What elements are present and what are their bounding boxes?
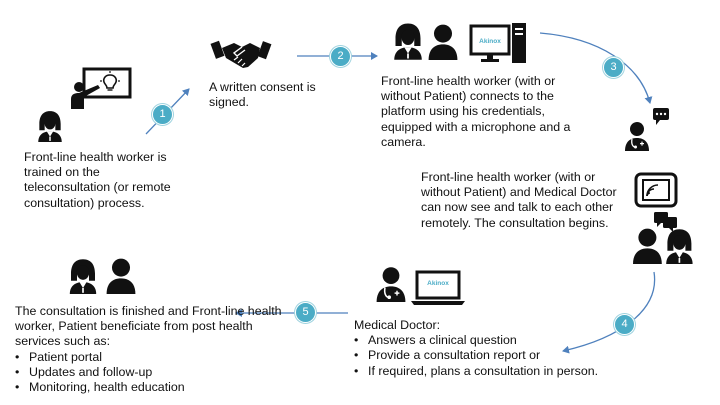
patient-icon xyxy=(106,258,136,294)
list-item: Patient portal xyxy=(15,350,300,365)
step-3-text: Front-line health worker (with or withou… xyxy=(381,74,571,149)
step-1-badge: 1 xyxy=(152,104,173,125)
list-item: Answers a clinical question xyxy=(354,333,624,348)
step-4-block: Medical Doctor: Answers a clinical quest… xyxy=(354,318,624,379)
people-chat-icon xyxy=(633,212,693,264)
patient-icon xyxy=(428,24,458,61)
step-4-bullets: Answers a clinical question Provide a co… xyxy=(354,333,624,379)
step-3-badge: 3 xyxy=(603,57,624,78)
list-item: Updates and follow-up xyxy=(15,365,300,380)
desktop-computer-icon: Akinox xyxy=(469,23,526,63)
handshake-icon xyxy=(210,40,272,68)
step-5-intro: The consultation is finished and Front-l… xyxy=(15,304,282,349)
step-2-text: A written consent is signed. xyxy=(209,80,316,110)
female-health-worker-icon xyxy=(38,111,62,142)
step-5-bullets: Patient portal Updates and follow-up Mon… xyxy=(15,350,300,396)
step-5-badge: 5 xyxy=(295,302,316,323)
step-2-badge: 2 xyxy=(330,46,351,67)
step-5-block: The consultation is finished and Front-l… xyxy=(15,304,300,395)
desktop-screen-label: Akinox xyxy=(479,38,501,45)
step-1-text: Front-line health worker is trained on t… xyxy=(24,150,171,210)
laptop-screen-label: Akinox xyxy=(427,280,449,287)
step-4-badge: 4 xyxy=(614,314,635,335)
female-health-worker-icon xyxy=(394,23,422,60)
laptop-icon: Akinox xyxy=(411,270,465,305)
consultation-begins-text: Front-line health worker (with or withou… xyxy=(421,170,617,230)
list-item: Monitoring, health education xyxy=(15,380,300,395)
video-call-icon xyxy=(634,172,678,208)
teacher-presentation-icon xyxy=(71,67,132,109)
list-item: Provide a consultation report or xyxy=(354,348,624,363)
list-item: If required, plans a consultation in per… xyxy=(354,364,624,379)
doctor-icon xyxy=(375,266,407,303)
female-health-worker-icon xyxy=(69,259,97,294)
doctor-chat-icon xyxy=(624,108,669,152)
step-4-title: Medical Doctor: xyxy=(354,318,441,332)
